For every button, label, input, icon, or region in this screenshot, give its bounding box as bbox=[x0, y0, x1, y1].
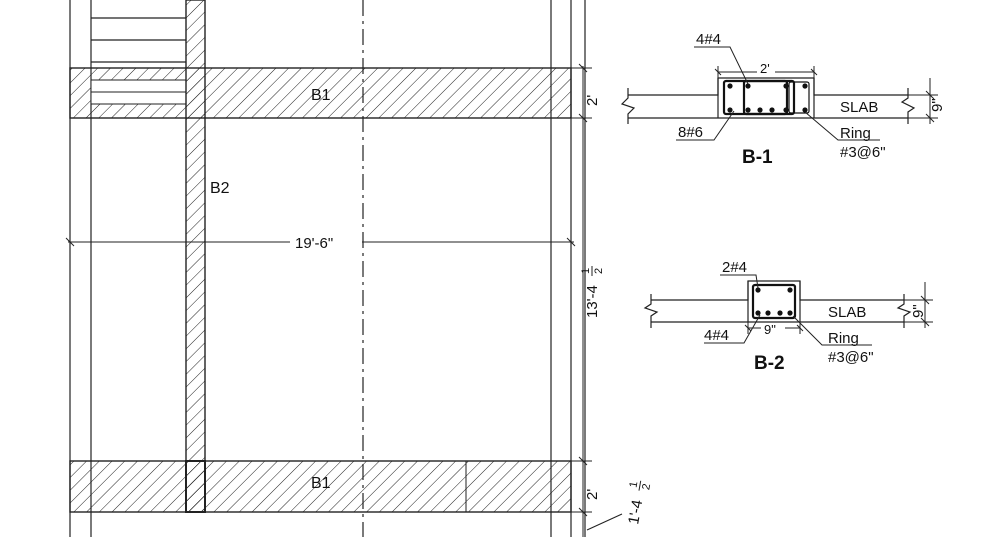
section-b2: 9" 9" 2#4 4#4 SLAB Ring #3@6" B-2 bbox=[643, 259, 933, 374]
edge-fraction-denominator: 2 bbox=[640, 483, 653, 491]
section-b1-outline bbox=[620, 77, 916, 124]
right-height-fraction-numerator: 1 bbox=[580, 268, 592, 274]
section-b2-slab-thickness: 9" bbox=[910, 304, 927, 318]
section-b1-slab-label: SLAB bbox=[840, 99, 878, 116]
span-dimension bbox=[65, 237, 576, 247]
beam-b1-top-label: B1 bbox=[311, 87, 331, 104]
section-b2-slab-dim bbox=[904, 282, 933, 328]
section-b1-bars bbox=[727, 83, 808, 113]
section-b2-ring-label: Ring bbox=[828, 330, 859, 347]
section-b2-ring-spacing: #3@6" bbox=[828, 349, 874, 366]
beam-b2 bbox=[185, 0, 206, 513]
section-b1-ring-spacing: #3@6" bbox=[840, 144, 886, 161]
section-b1-leaders bbox=[676, 46, 880, 141]
right-height-fraction-denominator: 2 bbox=[593, 268, 605, 274]
section-b1-stirrups bbox=[722, 79, 810, 116]
section-b1-title: B-1 bbox=[742, 147, 773, 168]
section-b2-title: B-2 bbox=[754, 353, 785, 374]
section-b1-bottom-bars: 8#6 bbox=[678, 124, 703, 141]
section-b2-width-label: 9" bbox=[764, 322, 776, 337]
b1-depth-top-dimension: 2' bbox=[584, 95, 601, 106]
section-b1-width-label: 2' bbox=[760, 61, 770, 76]
section-b1: 2' 9" 4#4 8#6 SLAB Ring #3@6" B-1 bbox=[620, 31, 946, 168]
span-dimension-label: 19'-6" bbox=[295, 235, 333, 252]
edge-dimension: 1'-4 bbox=[625, 499, 646, 526]
section-b2-bars bbox=[755, 287, 793, 316]
section-b1-top-bars: 4#4 bbox=[696, 31, 721, 48]
beam-b2-label: B2 bbox=[210, 180, 230, 197]
beam-b1-top bbox=[69, 67, 572, 119]
right-dimension-lines bbox=[571, 63, 623, 537]
section-b2-outline bbox=[643, 280, 912, 328]
edge-fraction-numerator: 1 bbox=[628, 481, 641, 489]
beam-b1-bottom bbox=[69, 460, 572, 513]
section-b1-slab-thickness: 9" bbox=[929, 98, 946, 112]
section-b2-bottom-bars: 4#4 bbox=[704, 327, 729, 344]
section-b2-stirrup bbox=[751, 283, 797, 320]
section-b1-slab-dim bbox=[908, 78, 938, 124]
beam-b1-bottom-label: B1 bbox=[311, 475, 331, 492]
section-b2-top-bars: 2#4 bbox=[722, 259, 747, 276]
section-b1-ring-label: Ring bbox=[840, 125, 871, 142]
b1-depth-bottom-dimension: 2' bbox=[584, 489, 601, 500]
section-b2-slab-label: SLAB bbox=[828, 304, 866, 321]
section-b2-leaders bbox=[704, 274, 872, 346]
right-height-dimension: 13'-4 bbox=[584, 285, 601, 318]
